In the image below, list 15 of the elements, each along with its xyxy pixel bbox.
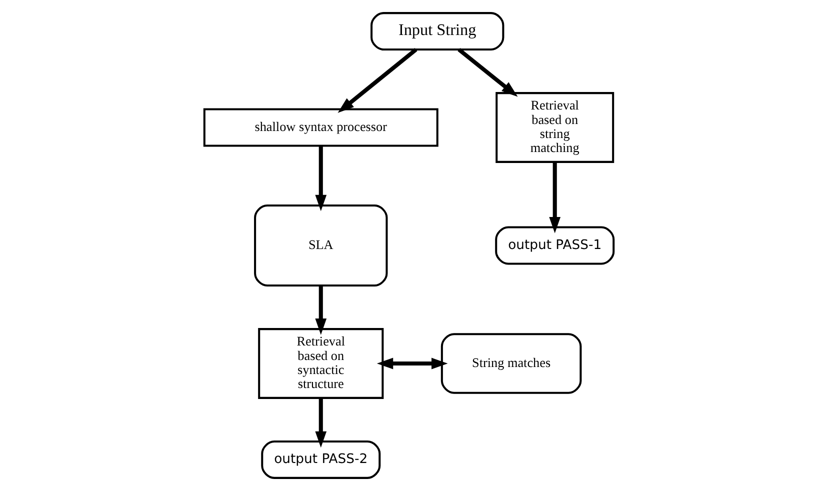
- arrow: [458, 48, 518, 96]
- node-box: Retrieval based on syntactic structure: [258, 328, 384, 398]
- node-box: shallow syntax processor: [203, 108, 438, 146]
- node-box: String matches: [440, 332, 582, 394]
- arrow: [315, 285, 327, 334]
- node-box: SLA: [254, 204, 388, 286]
- node-box: Input String: [370, 12, 504, 50]
- arrow: [315, 397, 327, 448]
- arrow: [549, 162, 561, 233]
- arrow: [315, 146, 327, 211]
- node-box: output PASS-2: [261, 440, 381, 478]
- node-box: Retrieval based on string matching: [496, 92, 614, 162]
- arrow: [376, 357, 448, 369]
- node-box: output PASS-1: [495, 226, 615, 264]
- arrow: [338, 48, 418, 112]
